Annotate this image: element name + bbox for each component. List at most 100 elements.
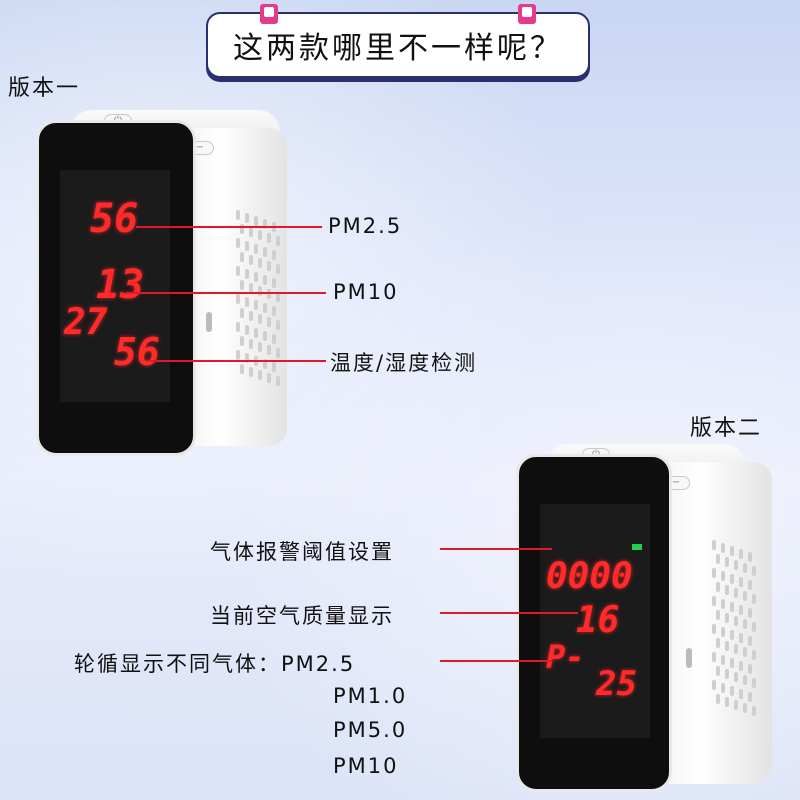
vent-slot (752, 706, 756, 716)
vent-slot (739, 605, 743, 615)
vent-slot (734, 672, 738, 682)
callout-air-quality: 当前空气质量显示 (210, 604, 394, 628)
vent-slot (236, 266, 240, 276)
vent-slot (236, 238, 240, 248)
display-row3-left: P- (546, 638, 585, 676)
usb-port (686, 648, 692, 668)
vent-slot (240, 224, 244, 234)
vent-slot (276, 320, 280, 330)
vent-slot (272, 362, 276, 372)
vent-slot (730, 602, 734, 612)
vent-slot (245, 297, 249, 307)
vent-slot (743, 675, 747, 685)
vent-slot (730, 658, 734, 668)
vent-slot (272, 250, 276, 260)
vent-slot (272, 278, 276, 288)
vent-slot (712, 540, 716, 550)
vent-slot (272, 306, 276, 316)
vent-slot (240, 336, 244, 346)
vent-slot (249, 255, 253, 265)
vent-slot (254, 244, 258, 254)
vent-slot (734, 616, 738, 626)
vent-slot (245, 353, 249, 363)
vent-slot (263, 331, 267, 341)
vent-slot (712, 652, 716, 662)
clip-icon (518, 4, 536, 24)
vent-slot (245, 269, 249, 279)
vent-slot (236, 322, 240, 332)
vent-slot (752, 594, 756, 604)
gas-item-pm10: PM10 (333, 754, 399, 778)
vent-slot (258, 370, 262, 380)
callout-line (126, 292, 326, 294)
vent-slot (752, 622, 756, 632)
vent-slot (721, 655, 725, 665)
vent-slot (267, 373, 271, 383)
vent-slot (752, 678, 756, 688)
vent-slot (739, 633, 743, 643)
vent-slot (254, 300, 258, 310)
display-row1: 56 (90, 196, 139, 242)
vent-slot (721, 683, 725, 693)
vent-slot (716, 694, 720, 704)
vent-slot (263, 219, 267, 229)
vent-slot (245, 241, 249, 251)
callout-gas-cycle: 轮循显示不同气体：PM2.5 (74, 652, 356, 676)
vent-slot (240, 252, 244, 262)
device-screen (60, 170, 170, 402)
vent-slot (254, 272, 258, 282)
vent-slot (276, 264, 280, 274)
vent-slot (240, 280, 244, 290)
vent-slot (267, 261, 271, 271)
callout-line (440, 548, 552, 550)
callout-temp-humidity: 温度/湿度检测 (330, 351, 478, 375)
display-row3-left: 27 (64, 302, 108, 343)
vent-slot (712, 680, 716, 690)
vent-slot (734, 588, 738, 598)
display-row2: 13 (96, 262, 145, 308)
vent-slot (748, 580, 752, 590)
vent-slot (249, 283, 253, 293)
vent-slot (743, 703, 747, 713)
vent-slot (734, 560, 738, 570)
vent-slot (721, 627, 725, 637)
vent-slot (276, 236, 280, 246)
callout-alarm-threshold: 气体报警阈值设置 (210, 540, 394, 564)
vent-slot (276, 292, 280, 302)
vent-slot (254, 216, 258, 226)
vent-slot (258, 258, 262, 268)
callout-line (136, 226, 322, 228)
vent-slot (739, 549, 743, 559)
vent-slot (712, 596, 716, 606)
vent-slot (236, 210, 240, 220)
vent-slot (267, 345, 271, 355)
vent-slot (725, 669, 729, 679)
vent-slot (739, 577, 743, 587)
vent-slot (739, 661, 743, 671)
version1-label: 版本一 (8, 76, 81, 101)
vent-slot (743, 647, 747, 657)
vent-slot (249, 227, 253, 237)
display-row2: 16 (576, 600, 620, 641)
vent-slot (743, 619, 747, 629)
callout-line (440, 660, 552, 662)
vent-slot (240, 308, 244, 318)
vent-slot (721, 599, 725, 609)
vent-slot (240, 364, 244, 374)
device-screen (540, 504, 650, 738)
vent-slot (743, 591, 747, 601)
vent-slot (267, 317, 271, 327)
vent-slot (716, 582, 720, 592)
vent-slot (734, 644, 738, 654)
vent-slot (276, 376, 280, 386)
vent-slot (276, 348, 280, 358)
vent-slot (730, 574, 734, 584)
vent-slot (249, 367, 253, 377)
vent-slot (716, 638, 720, 648)
vent-slot (263, 303, 267, 313)
vent-slot (254, 328, 258, 338)
vent-slot (236, 294, 240, 304)
alarm-indicator-light (632, 544, 642, 550)
vent-slot (716, 610, 720, 620)
vent-slot (716, 554, 720, 564)
